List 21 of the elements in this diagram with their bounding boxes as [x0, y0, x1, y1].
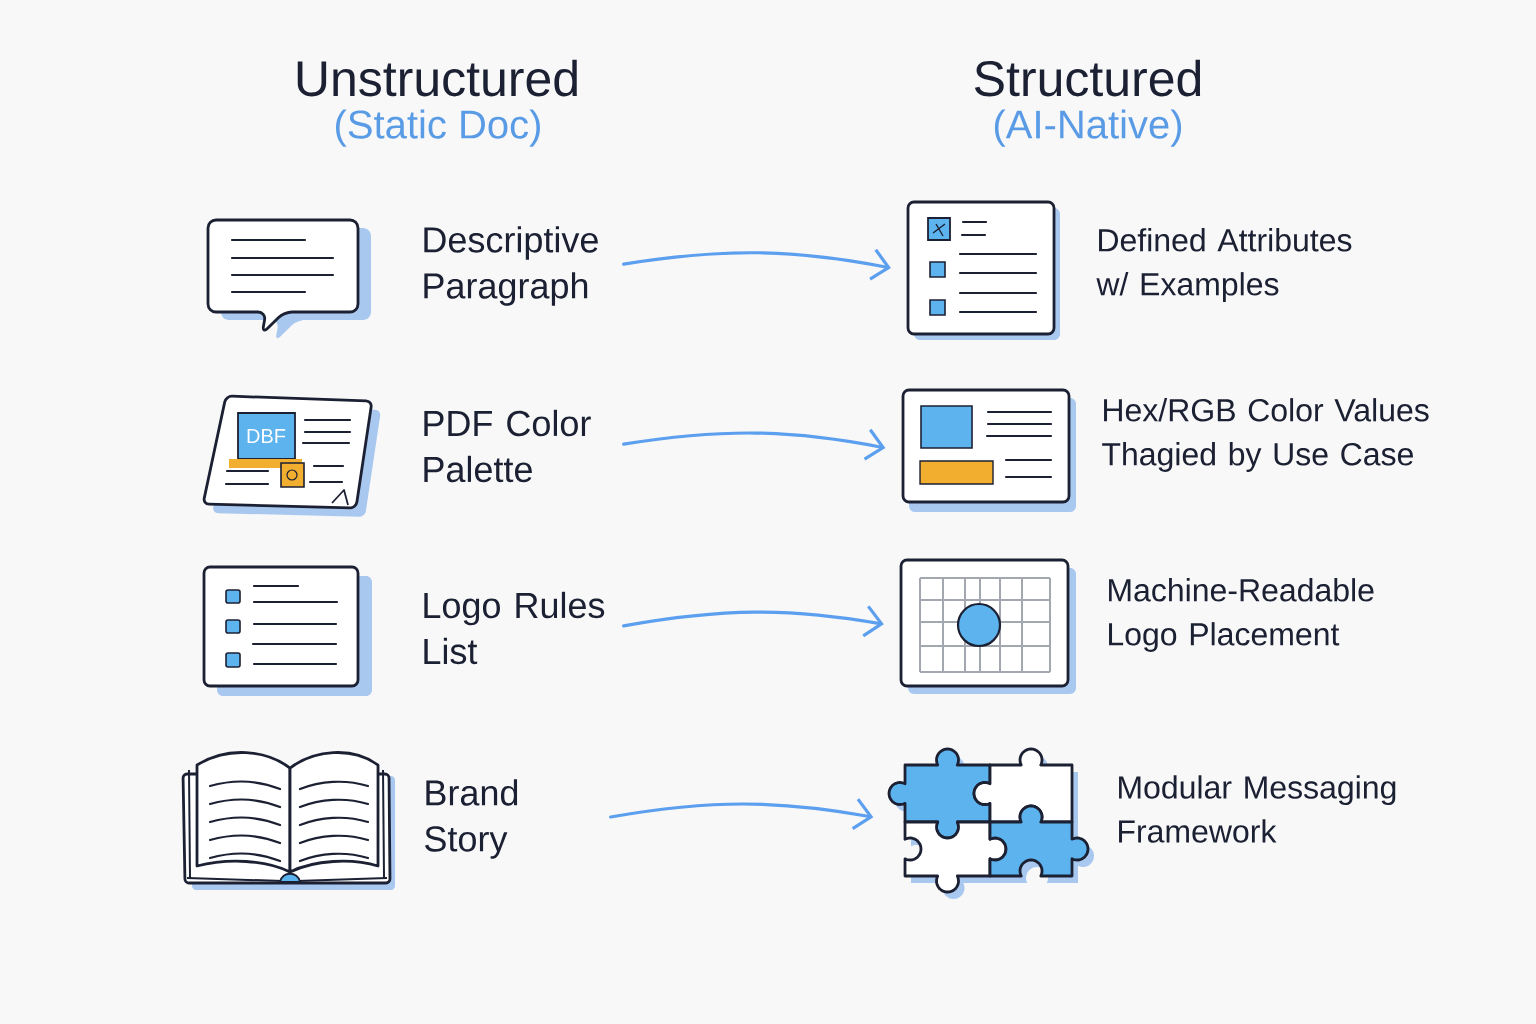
open-book-icon [181, 751, 395, 890]
column-subheading: (AI-Native) [994, 109, 1182, 147]
speech-bubble-icon [206, 218, 371, 339]
arrow [622, 248, 891, 281]
item-label: Brand Story [425, 779, 518, 859]
arrow [622, 605, 884, 638]
arrow [622, 428, 886, 461]
document-icon [202, 394, 381, 517]
column-subheading: (Static Doc) [336, 109, 540, 147]
item-label: PDF Color Palette [424, 409, 591, 483]
item-label: Hex/RGB Color Values Thagied by Use Case [1102, 398, 1429, 472]
item-label: Descriptive Paragraph [424, 226, 598, 306]
item-label: Logo Rules List [424, 591, 605, 665]
column-heading: Structured [974, 59, 1201, 97]
item-label: Modular Messaging Framework [1119, 775, 1396, 843]
item-label: Machine-Readable Logo Placement [1109, 578, 1374, 652]
arrow [609, 798, 874, 831]
column-heading: Unstructured [297, 59, 577, 97]
item-label: Defined Attributes w/ Examples [1096, 228, 1352, 302]
checklist-icon [202, 565, 372, 696]
document-label: DBF [247, 429, 286, 443]
